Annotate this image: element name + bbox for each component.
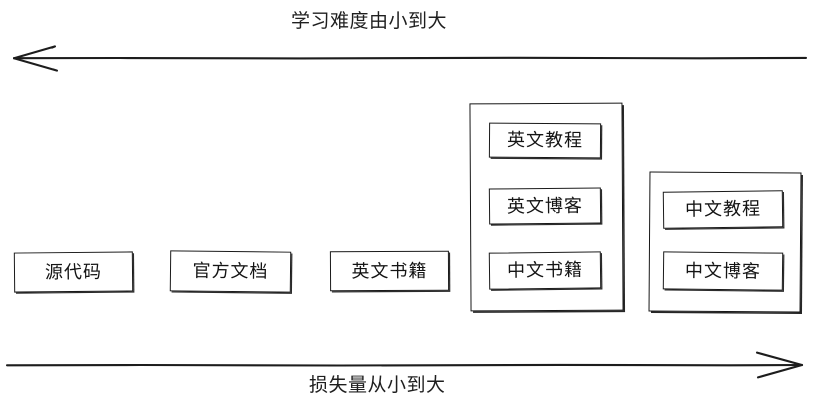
node-label: 英文教程 [506, 129, 584, 151]
node-english-tutorial[interactable]: 英文教程 [488, 122, 602, 159]
node-label: 中文书籍 [506, 259, 584, 281]
node-source-code[interactable]: 源代码 [13, 251, 134, 293]
node-official-docs[interactable]: 官方文档 [169, 250, 292, 293]
top-axis-label: 学习难度由小到大 [291, 11, 448, 32]
node-label: 英文博客 [506, 195, 584, 216]
node-label: 源代码 [44, 261, 103, 282]
top-axis-arrow [0, 38, 813, 83]
arrow-right-icon [5, 351, 804, 379]
node-label: 英文书籍 [351, 260, 428, 281]
node-english-books[interactable]: 英文书籍 [329, 250, 450, 292]
node-english-blog[interactable]: 英文博客 [488, 187, 602, 225]
bottom-axis-label: 损失量从小到大 [309, 375, 446, 396]
node-label: 中文教程 [684, 198, 762, 220]
node-chinese-blog[interactable]: 中文博客 [662, 251, 784, 291]
node-chinese-tutorial[interactable]: 中文教程 [662, 190, 784, 229]
node-chinese-books[interactable]: 中文书籍 [488, 251, 602, 290]
node-label: 官方文档 [192, 260, 269, 282]
arrow-left-icon [12, 45, 808, 72]
node-label: 中文博客 [684, 260, 762, 281]
